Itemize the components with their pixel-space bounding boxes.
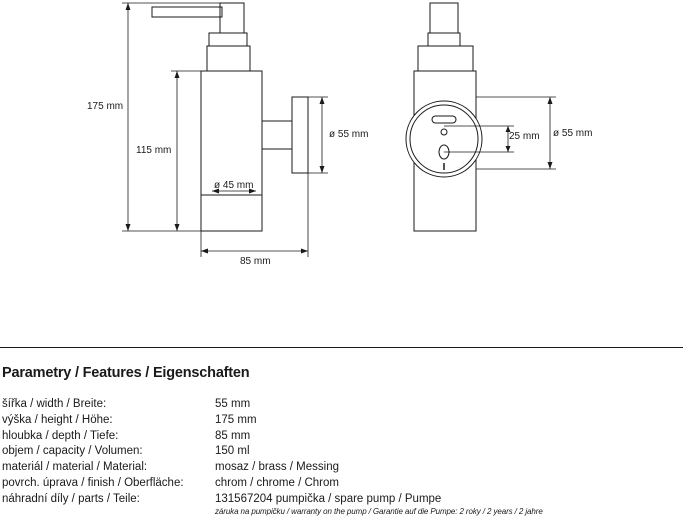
- spec-value: mosaz / brass / Messing: [215, 461, 339, 474]
- spec-value: chrom / chrome / Chrom: [215, 476, 339, 489]
- spec-label: materiál / material / Material:: [2, 461, 148, 474]
- dimension-arrows: [125, 3, 553, 254]
- dispenser-body-side: [200, 70, 263, 232]
- section-title: Parametry / Features / Eigenschaften: [2, 365, 250, 381]
- front-view: [405, 2, 483, 232]
- pump-shoulder: [206, 45, 251, 72]
- wall-flange-inner: [409, 104, 479, 174]
- dim-flange-diameter-front: ø 55 mm: [553, 128, 592, 139]
- spec-label: hloubka / depth / Tiefe:: [2, 429, 119, 442]
- spec-label: náhradní díly / parts / Teile:: [2, 492, 140, 505]
- section-divider: [0, 347, 683, 348]
- side-dimensions: [122, 2, 328, 257]
- front-pump-shoulder: [417, 45, 474, 72]
- spec-label: šířka / width / Breite:: [2, 398, 107, 410]
- front-pump-neck: [427, 32, 461, 47]
- warranty-note: záruka na pumpičku / warranty on the pum…: [215, 507, 543, 516]
- front-dimensions: [444, 96, 556, 170]
- spec-label: objem / capacity / Volumen:: [2, 445, 143, 458]
- spec-value: 175 mm: [215, 413, 257, 426]
- wall-flange-side: [291, 96, 309, 174]
- spec-value: 131567204 pumpička / spare pump / Pumpe: [215, 492, 442, 505]
- wall-arm: [261, 120, 293, 150]
- pump-nozzle: [151, 6, 223, 18]
- spec-label: výška / height / Höhe:: [2, 413, 113, 426]
- side-view: [151, 2, 309, 232]
- dim-body-height: 115 mm: [136, 145, 171, 156]
- dim-depth: 85 mm: [240, 256, 271, 267]
- wall-flange-outer: [405, 100, 483, 178]
- front-pump-head: [429, 2, 459, 34]
- dim-body-diameter: ø 45 mm: [214, 180, 253, 191]
- spec-value: 150 ml: [215, 445, 250, 458]
- spec-value: 85 mm: [215, 429, 251, 442]
- mounting-slot: [431, 115, 457, 124]
- screw-hole-top: [440, 128, 448, 136]
- dim-flange-diameter-side: ø 55 mm: [329, 129, 368, 140]
- spec-value: 55 mm: [215, 398, 251, 410]
- spec-label: povrch. úprava / finish / Oberfläche:: [2, 476, 184, 489]
- pump-head: [219, 2, 245, 34]
- technical-drawing: 175 mm 115 mm ø 45 mm 85 mm ø 55 mm 25 m…: [87, 2, 592, 267]
- dim-hole-spacing: 25 mm: [509, 131, 540, 142]
- pump-neck: [208, 32, 248, 47]
- dim-total-height: 175 mm: [87, 101, 123, 112]
